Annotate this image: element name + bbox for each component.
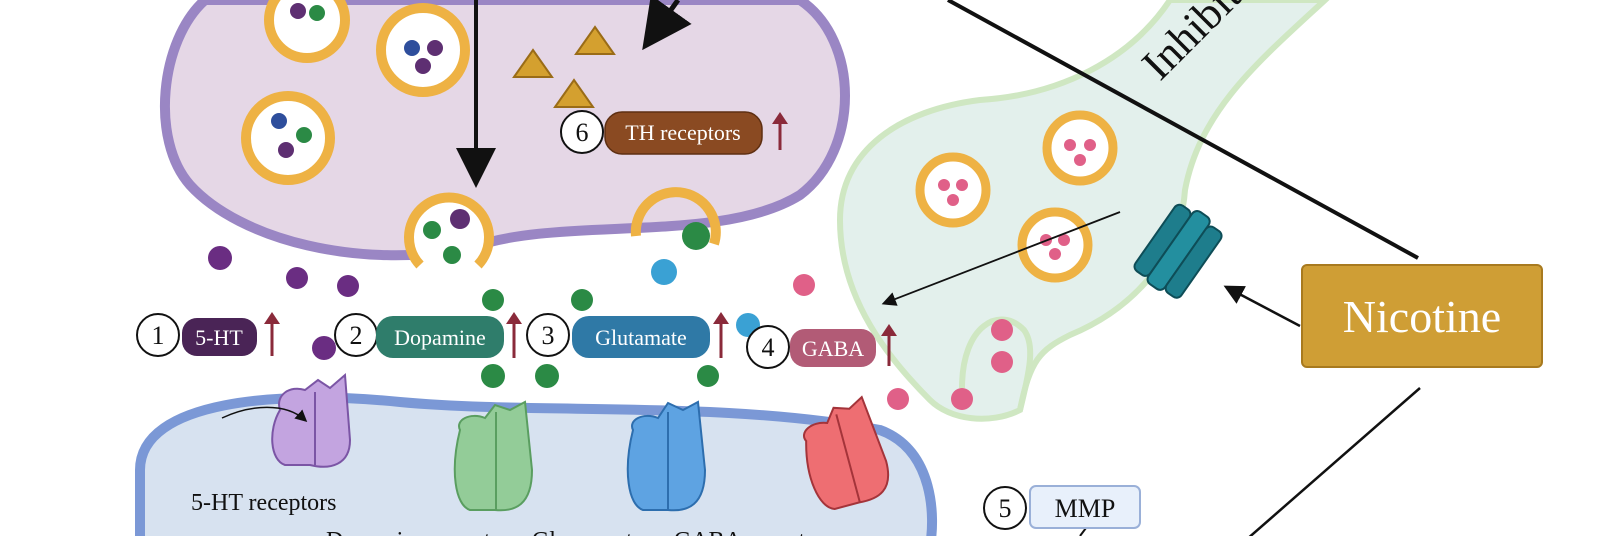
nicotinic-receptor [1133,203,1223,299]
th-triangle [553,78,595,108]
vesicle [241,91,335,185]
label-number: 3 [542,321,555,350]
gaba-vesicle [1042,110,1118,186]
increase-arrow [881,324,897,366]
label-number-circle [983,486,1027,530]
gaba-pill [790,329,876,367]
5ht-receptor [221,372,352,468]
mmp-box [1029,485,1141,529]
vesicle [376,3,470,97]
increase-arrow [713,312,729,358]
inhibitory-neuron [836,0,1330,422]
mmp-label: MMP [1055,494,1116,523]
th-pill [604,111,763,155]
nicotine-label: Nicotine [1343,291,1501,342]
gaba-vesicle [915,152,991,228]
inhibitory-terminal-notch [959,316,1034,411]
th-pill-label: TH receptors [625,120,740,145]
label-number: 4 [762,333,775,362]
gaba-receptor [803,395,890,510]
label-number-circle [746,325,790,369]
nicotine-box [1301,264,1543,368]
increase-arrow [506,312,522,358]
glutamate-pill [572,316,710,358]
5ht-pill [182,318,257,356]
th-triangle [512,48,554,78]
label-number: 1 [152,321,165,350]
th-arrow [642,0,692,51]
mmp-pointer [1079,527,1087,536]
th-triangle [574,25,616,55]
gaba-vesicle [1017,207,1093,283]
fusing-vesicle [404,192,494,269]
gaba-release-arrow [881,211,1121,306]
label-number: 2 [350,321,363,350]
nicotine-to-mmp-line [1248,387,1421,536]
vesicle [264,0,350,63]
synaptic-molecules [208,246,1013,410]
open-vesicle [630,187,721,250]
label-number-circle [526,313,570,357]
receptor-row-caption: Dopamine receptors Glu receptors GABA re… [326,528,835,536]
increase-arrow [772,112,788,150]
5ht-receptors-caption: 5-HT receptors [191,490,337,516]
label-number-circle [136,313,180,357]
label-number: 5 [999,494,1012,523]
label-number-circle [560,110,604,154]
5ht-pill-label: 5-HT [195,325,243,350]
dopamine-pill-label: Dopamine [394,325,486,350]
dopamine-pill [376,316,504,358]
increase-arrow [264,312,280,356]
glutamate-pill-label: Glutamate [595,325,687,350]
nicotine-inhibition-line [947,0,1419,260]
label-number: 6 [576,118,589,147]
gaba-pill-label: GABA [802,336,864,361]
dopamine-receptor [453,400,534,512]
nicotine-to-receptor-arrow [1223,285,1301,328]
glu-receptor [626,400,707,512]
